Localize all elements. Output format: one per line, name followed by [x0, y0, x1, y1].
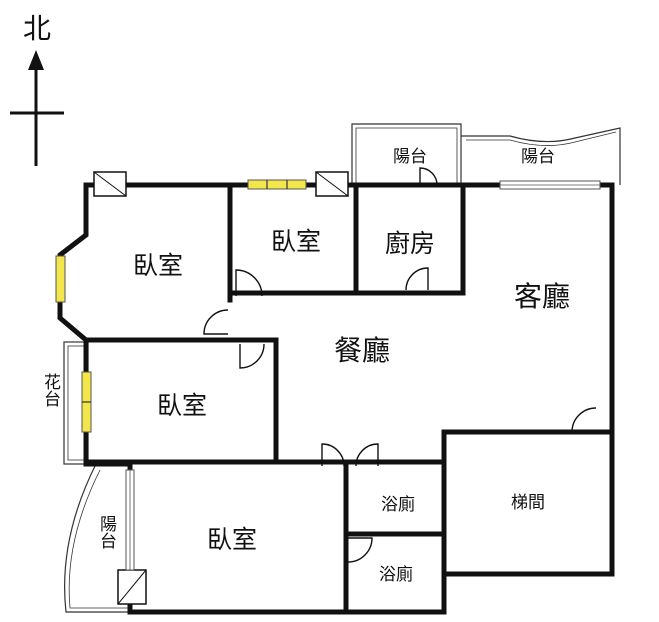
- door-corridor-2: [355, 443, 379, 467]
- walls: [57, 182, 615, 615]
- balcony-sw-inner-outline: [68, 469, 130, 609]
- label-bedroom-sw: 臥室: [207, 525, 257, 554]
- windows: [55, 179, 307, 433]
- door-stairwell: [571, 407, 597, 433]
- balcony-kitchen-outline: [351, 123, 462, 185]
- vent-boxes: [93, 171, 349, 605]
- compass: 北: [10, 12, 64, 166]
- door-kitchen: [405, 267, 429, 291]
- door-kitchen-balcony: [419, 167, 438, 186]
- vent-box-nw: [93, 171, 127, 197]
- window-north: [247, 179, 307, 190]
- wall-bedroom-n-south: [227, 182, 466, 296]
- vent-box-n: [315, 171, 349, 197]
- door-bathroom-2: [347, 537, 373, 563]
- label-bathroom-2: 浴廁: [379, 564, 413, 585]
- label-balcony-kitchen: 陽台: [393, 147, 427, 167]
- wall-bedroom-w-east: [227, 337, 279, 463]
- label-bathroom-1: 浴廁: [381, 494, 415, 515]
- label-stairwell: 梯間: [511, 493, 545, 513]
- room-labels: 臥室 臥室 廚房 客廳 餐廳 臥室 臥室 浴廁 浴廁 梯間 陽台 陽台 陽台 花…: [40, 147, 570, 585]
- label-kitchen: 廚房: [385, 229, 435, 258]
- door-bedroom-nw: [235, 269, 263, 297]
- doors: [203, 167, 597, 563]
- label-bedroom-w: 臥室: [157, 391, 207, 420]
- north-label: 北: [23, 12, 51, 45]
- label-planter: 花台: [40, 373, 61, 407]
- balcony-kitchen-inner-outline: [355, 127, 458, 185]
- label-balcony-sw: 陽台: [96, 515, 116, 549]
- sliding-doors: [125, 180, 601, 571]
- wall-stairwell: [441, 429, 615, 615]
- balcony-outlines: [63, 123, 621, 613]
- balcony-living-outline: [461, 127, 621, 185]
- door-bedroom-w: [239, 343, 265, 369]
- window-west-upper: [55, 255, 66, 303]
- door-corridor-1: [321, 443, 345, 467]
- label-dining-room: 餐廳: [334, 334, 390, 367]
- north-arrow-icon: [28, 50, 44, 70]
- label-bedroom-n: 臥室: [271, 227, 321, 256]
- label-living-room: 客廳: [514, 280, 570, 313]
- door-bedroom-nw-south: [203, 309, 229, 335]
- balcony-living-inner-outline: [466, 131, 617, 146]
- balcony-sw-outline: [64, 463, 130, 613]
- vent-box-sw: [117, 569, 147, 605]
- label-bedroom-nw: 臥室: [133, 251, 183, 280]
- label-balcony-living: 陽台: [521, 147, 555, 167]
